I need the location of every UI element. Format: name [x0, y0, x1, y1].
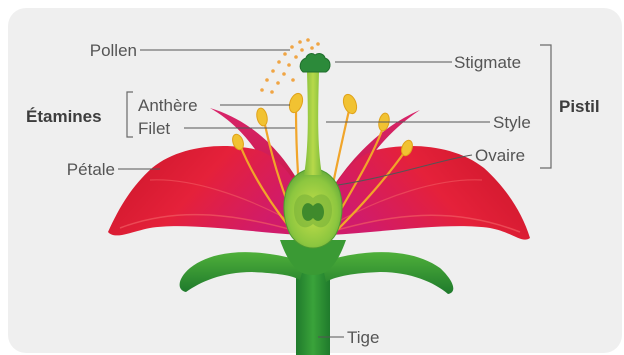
- label-stigmate: Stigmate: [454, 53, 521, 72]
- bracket-pistil: [540, 45, 551, 168]
- bracket-etamines: [127, 92, 133, 137]
- label-pollen: Pollen: [90, 41, 137, 60]
- label-style: Style: [493, 113, 531, 132]
- label-filet: Filet: [138, 119, 170, 138]
- label-tige: Tige: [347, 328, 379, 347]
- style: [304, 72, 322, 175]
- sepal-left: [180, 252, 305, 292]
- sepal-right: [322, 252, 453, 294]
- label-petale: Pétale: [67, 160, 115, 179]
- label-etamines: Étamines: [26, 107, 102, 126]
- label-pistil: Pistil: [559, 97, 600, 116]
- stigma: [300, 54, 330, 72]
- label-ovaire: Ovaire: [475, 146, 525, 165]
- label-anthere: Anthère: [138, 96, 198, 115]
